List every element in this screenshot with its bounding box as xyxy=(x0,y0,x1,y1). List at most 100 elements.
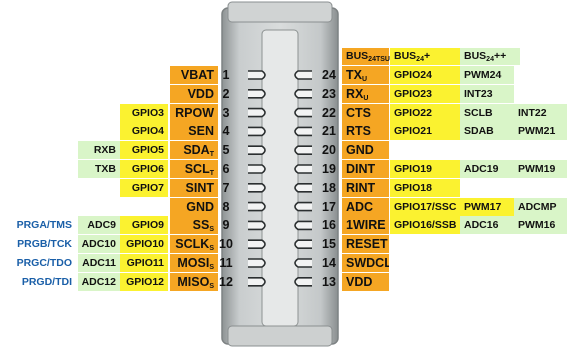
pin-label-text: SS xyxy=(192,218,210,233)
pin-label-text: ADC9 xyxy=(87,219,116,232)
pin-label: PWM19 xyxy=(514,160,567,178)
pin-label-subscript: T xyxy=(209,151,214,159)
contact-left xyxy=(248,164,266,174)
bus-header-base: BUS xyxy=(394,50,417,62)
pin-label-text: GPIO17/SSC xyxy=(394,200,457,213)
pin-label: GPIO4 xyxy=(120,122,168,141)
pin-label-text: VDD xyxy=(346,274,373,289)
pin-label: DINT xyxy=(342,160,389,178)
pin-label-text: ADC19 xyxy=(464,163,499,175)
bus-header-base: BUS xyxy=(464,50,487,62)
pin-label: PWM17 xyxy=(460,197,514,216)
contact-right xyxy=(294,277,312,287)
contact-right xyxy=(294,183,312,193)
contact-left xyxy=(248,277,266,287)
pin-label-text: ADC xyxy=(346,199,374,214)
contact-right xyxy=(294,258,312,268)
pin-label-text: RESET xyxy=(346,237,388,252)
pin-label: ADC xyxy=(342,197,389,216)
pin-label-text: GPIO21 xyxy=(394,125,432,138)
pin-number: 11 xyxy=(219,256,233,270)
bus-header-suffix: ++ xyxy=(493,50,507,62)
pin-label-text: PWM21 xyxy=(518,125,556,138)
pin-label-text: SDAB xyxy=(464,125,494,138)
pin-label: GPIO21 xyxy=(390,122,460,141)
pin-label: INT23 xyxy=(460,84,514,103)
bus-header: BUS24++ xyxy=(460,48,520,65)
pin-label-subscript: U xyxy=(361,76,368,83)
pin-label: GND xyxy=(170,197,218,216)
pin-label: GPIO6 xyxy=(120,160,168,178)
pin-number: 2 xyxy=(222,86,230,101)
pin-label-text: DINT xyxy=(346,162,376,176)
pin-label: SEN xyxy=(170,122,218,141)
contact-left xyxy=(248,183,266,193)
pin-label: GPIO11 xyxy=(120,254,168,272)
pin-label-text: MISO xyxy=(177,274,210,289)
pin-label: SSS xyxy=(170,216,218,235)
pin-label: GPIO16/SSB xyxy=(390,216,460,235)
pin-label: PWM21 xyxy=(514,122,567,141)
pin-number: 10 xyxy=(219,237,233,252)
pin-label-text: TXB xyxy=(95,163,116,175)
pin-label-text: ADC16 xyxy=(464,219,499,232)
pin-label-subscript: S xyxy=(209,264,214,271)
pin-label-text: GPIO23 xyxy=(394,87,432,100)
contact-group xyxy=(248,70,312,287)
pin-label-subscript: U xyxy=(363,94,369,102)
pin-label: PRGB/TCK xyxy=(0,235,76,253)
pin-label: RESET xyxy=(342,235,389,254)
pin-label: INT22 xyxy=(514,103,567,122)
pin-label-text: SCL xyxy=(184,162,210,176)
contact-left xyxy=(248,126,266,137)
pin-number: 21 xyxy=(322,124,336,139)
pin-label: MOSIS xyxy=(170,254,218,272)
pin-label-text: MOSI xyxy=(177,256,210,270)
pin-number: 12 xyxy=(219,274,233,289)
pin-label: SWDCLK xyxy=(342,254,389,272)
connector-bottom-tab xyxy=(227,325,333,347)
pin-label: GPIO22 xyxy=(390,103,460,122)
pin-label-text: GND xyxy=(346,143,374,158)
pin-label-text: GPIO12 xyxy=(126,275,164,288)
pin-label-text: PWM24 xyxy=(464,69,502,81)
pin-label: GPIO9 xyxy=(120,216,168,235)
bus-header: BUS24TSU xyxy=(342,48,390,65)
pin-number: 15 xyxy=(322,237,336,252)
pin-label: SCLB xyxy=(460,103,514,122)
contact-left xyxy=(248,220,266,231)
pin-label: RTS xyxy=(342,122,389,141)
pin-label-subscript: S xyxy=(209,282,214,290)
pin-number: 7 xyxy=(222,180,230,195)
pin-label-text: GPIO5 xyxy=(131,144,164,157)
pin-label-text: RPOW xyxy=(175,105,214,120)
pin-label: RXU xyxy=(342,84,389,103)
pin-label-text: GPIO24 xyxy=(394,69,432,81)
pin-label-text: RXB xyxy=(93,144,116,157)
pin-label-text: INT22 xyxy=(518,106,547,119)
pin-label-text: GPIO3 xyxy=(131,106,164,119)
contact-left xyxy=(248,239,266,249)
pin-label-text: VDD xyxy=(187,86,214,101)
pin-label: PRGA/TMS xyxy=(0,216,76,234)
pin-label: GPIO10 xyxy=(120,235,168,254)
pin-number: 13 xyxy=(322,274,336,289)
pin-label-text: INT23 xyxy=(464,87,493,100)
pin-label-text: RINT xyxy=(346,180,376,195)
pin-label-text: 1WIRE xyxy=(346,218,386,233)
contact-right xyxy=(294,220,312,231)
pin-label: ADC9 xyxy=(78,216,120,235)
contact-right xyxy=(294,145,312,155)
pin-label: GPIO23 xyxy=(390,84,460,103)
contact-left xyxy=(248,70,266,80)
pin-label: TXU xyxy=(342,66,389,84)
pin-number: 19 xyxy=(322,162,336,176)
pin-label-text: PWM16 xyxy=(518,219,556,232)
contact-right xyxy=(294,70,312,80)
pin-number: 5 xyxy=(222,143,230,158)
pin-label: RINT xyxy=(342,178,389,197)
pin-label: GPIO18 xyxy=(390,178,460,197)
pin-label-text: GPIO10 xyxy=(126,238,164,251)
pin-label-text: GPIO19 xyxy=(394,163,432,175)
pin-label: VDD xyxy=(342,272,389,291)
